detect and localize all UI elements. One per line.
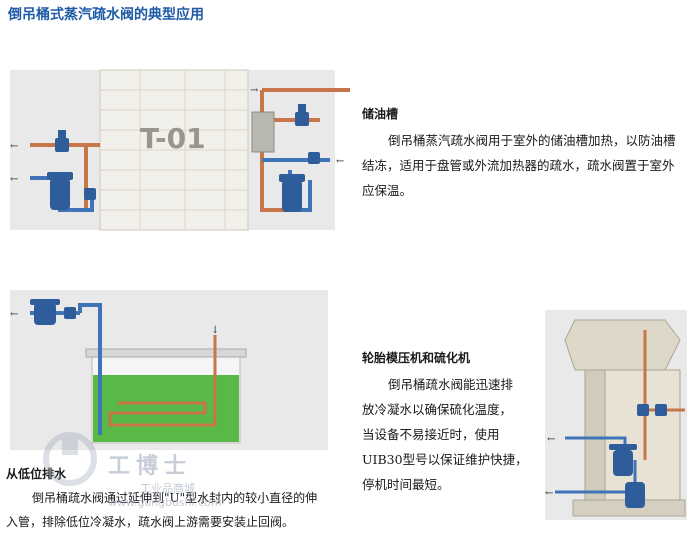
tank-description: 倒吊桶蒸汽疏水阀用于室外的储油槽加热，以防油槽 结冻，适用于盘管或外流加热器的疏…	[362, 128, 692, 203]
tank-heading: 储油槽	[362, 107, 399, 121]
watermark-brand: 工博士	[108, 454, 193, 479]
drain-illustration: ← ↓	[10, 299, 247, 444]
svg-text:←: ←	[336, 156, 344, 167]
svg-text:↓: ↓	[211, 325, 219, 336]
press-line-4: UIB30型号以保证维护快捷，	[362, 452, 528, 467]
press-description: 倒吊桶疏水阀能迅速排 放冷凝水以确保硫化温度， 当设备不易接近时，使用 UIB3…	[362, 372, 547, 497]
drain-line-2: 入管，排除低位冷凝水，疏水阀上游需要安装止回阀。	[6, 515, 295, 529]
drain-heading: 从低位排水	[6, 467, 67, 481]
right-trap-valves	[279, 104, 320, 212]
watermark-url: www.gongboshi.com	[108, 496, 222, 509]
svg-text:←: ←	[10, 309, 18, 320]
green-liquid	[93, 375, 239, 442]
page-title: 倒吊桶式蒸汽疏水阀的典型应用	[8, 7, 204, 23]
press-line-5: 停机时间最短。	[362, 477, 450, 492]
press-line-1: 倒吊桶疏水阀能迅速排	[388, 377, 514, 392]
watermark-subtitle: 工业品商城	[140, 482, 195, 495]
tank-label: T-01	[140, 122, 206, 155]
tank-line-3: 应保温。	[362, 183, 413, 198]
press-line-3: 当设备不易接近时，使用	[362, 427, 500, 442]
svg-text:←: ←	[10, 174, 18, 185]
tank-illustration: T-01 ← ← → ←	[10, 69, 350, 231]
svg-text:←: ←	[10, 141, 18, 152]
press-trap-valves	[609, 404, 667, 508]
drain-trap-valves	[30, 299, 76, 325]
svg-text:←: ←	[545, 488, 553, 499]
drain-line-1: 倒吊桶疏水阀通过延伸到"U"型水封内的较小直径的伸	[32, 491, 318, 505]
press-line-2: 放冷凝水以确保硫化温度，	[362, 402, 513, 417]
tank-line-1: 倒吊桶蒸汽疏水阀用于室外的储油槽加热，以防油槽	[388, 133, 676, 148]
watermark-logo-icon	[43, 432, 97, 486]
press-heading: 轮胎模压机和硫化机	[362, 351, 471, 365]
press-illustration: ← ←	[545, 319, 686, 517]
tank-line-2: 结冻，适用于盘管或外流加热器的疏水，疏水阀置于室外	[362, 158, 675, 173]
svg-text:→: →	[250, 85, 259, 96]
svg-text:←: ←	[547, 434, 555, 445]
drain-description: 倒吊桶疏水阀通过延伸到"U"型水封内的较小直径的伸 入管，排除低位冷凝水，疏水阀…	[6, 486, 351, 534]
left-trap-valves	[47, 130, 96, 210]
